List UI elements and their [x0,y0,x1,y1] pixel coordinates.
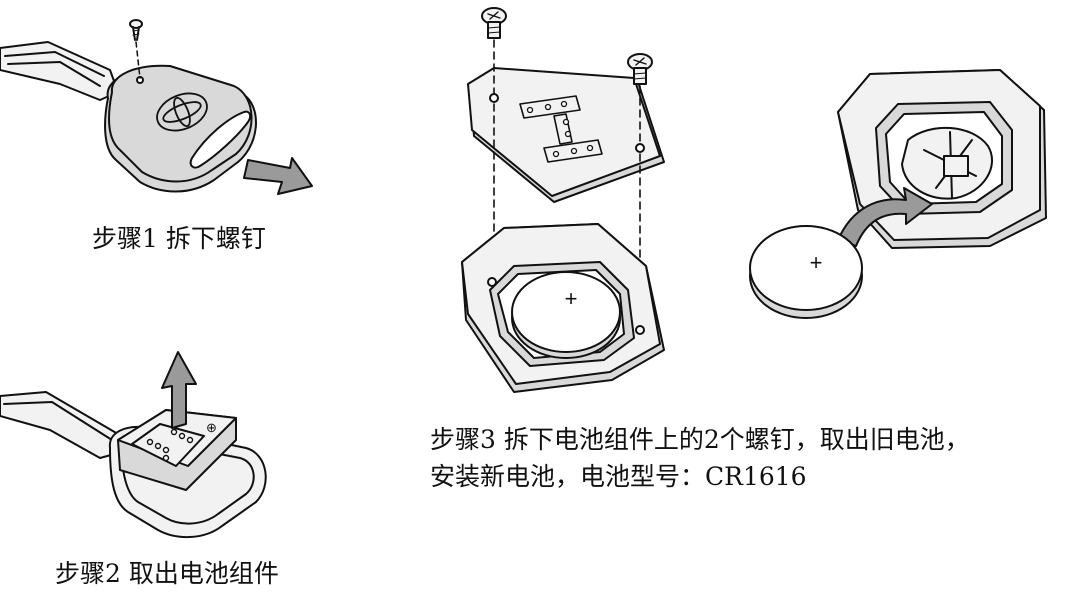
screw-icon [627,53,653,85]
svg-text:+: + [810,250,823,275]
toyota-logo-icon [156,92,208,132]
step1-illustration [0,19,313,195]
step3-caption-line2: 安装新电池，电池型号：CR1616 [430,462,807,491]
arrow-icon [243,157,313,195]
step2-caption: 步骤2 取出电池组件 [55,559,279,588]
step1-caption: 步骤1 拆下螺钉 [92,224,266,253]
up-arrow-icon [161,351,197,429]
screw-icon [129,19,143,41]
step3-caption-line1: 步骤3 拆下电池组件上的2个螺钉，取出旧电池， [430,425,970,454]
battery-plus-sign: + [565,286,578,311]
screw-icon [481,7,507,39]
step2-illustration: ⊕ [0,351,267,539]
coin-battery-icon: + [749,225,863,319]
svg-text:⊕: ⊕ [206,420,217,435]
insert-arrow-icon [837,187,933,247]
step3-illustration: + + [461,7,1047,393]
